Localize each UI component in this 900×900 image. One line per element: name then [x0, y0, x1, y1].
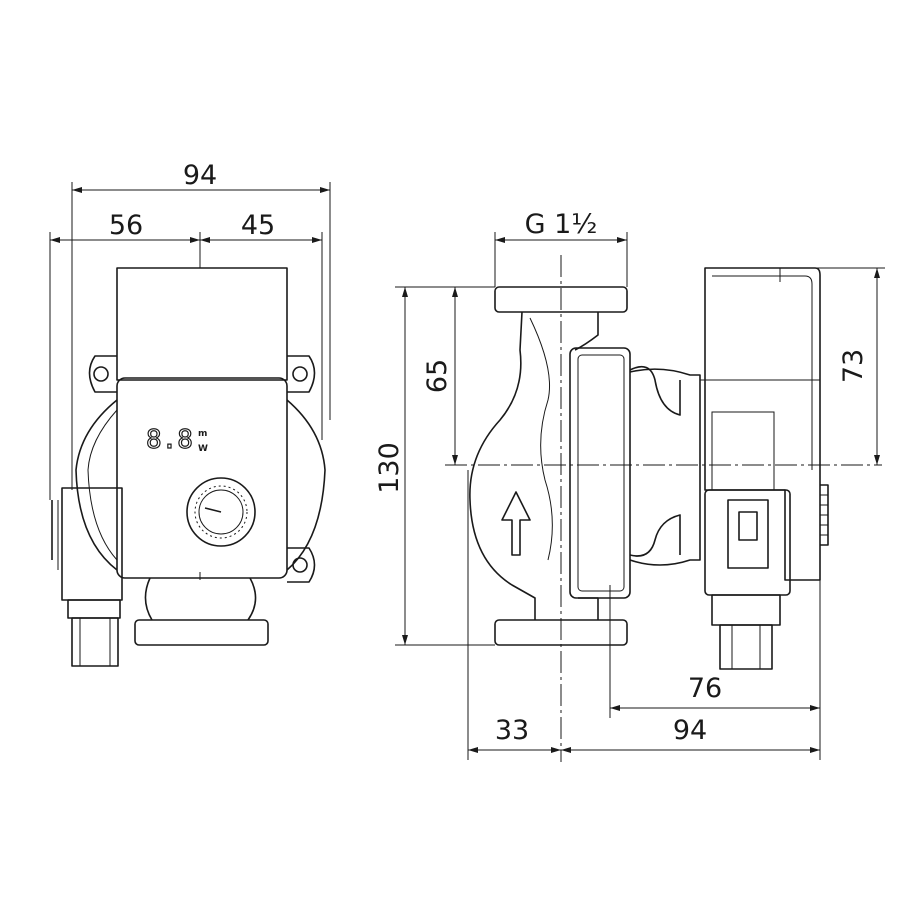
dim-height-total: 130	[374, 442, 405, 494]
dim-motor-depth: 76	[688, 673, 722, 704]
display-unit-w: W	[198, 444, 208, 454]
dim-depth-axis: 94	[673, 715, 707, 746]
dim-overall-width: 94	[183, 160, 217, 191]
pump-housing	[469, 311, 599, 620]
electronics-housing	[704, 267, 821, 581]
side-view: G 1½ 130 65 73 76 94 33	[374, 209, 885, 762]
dim-housing-half: 33	[495, 715, 529, 746]
control-knob-icon[interactable]	[186, 477, 256, 547]
dim-right-width: 45	[241, 210, 275, 241]
bottom-flange-front	[134, 619, 269, 646]
dim-height-axis: 65	[422, 359, 453, 393]
dim-motor-height: 73	[838, 349, 869, 383]
bottom-flange	[494, 619, 628, 646]
dim-left-width: 56	[109, 210, 143, 241]
top-flange	[494, 286, 628, 313]
dim-connection-thread: G 1½	[525, 209, 598, 240]
connector-box	[704, 489, 791, 596]
electronics-box	[116, 267, 288, 381]
display-unit-m: m	[198, 429, 207, 439]
faceplate	[116, 377, 288, 579]
display-readout: 8.8	[146, 425, 193, 455]
front-view: 94 56 45 8.8 m W	[49, 160, 331, 667]
flow-direction-arrow-icon	[501, 491, 531, 556]
